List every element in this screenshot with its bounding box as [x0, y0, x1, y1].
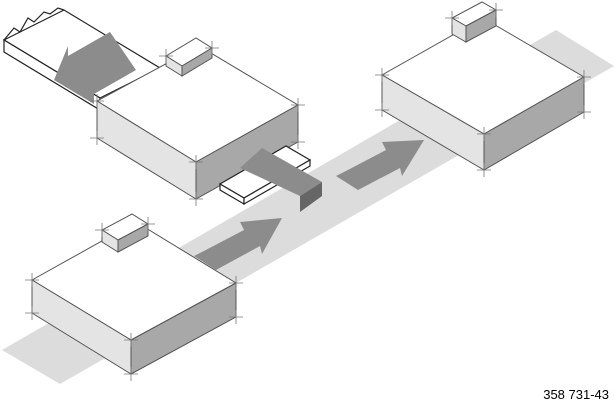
corner-ticks: [25, 3, 591, 381]
reference-code: 358 731-43: [543, 387, 609, 402]
machine-box-left: [31, 213, 238, 375]
conveyor-arrow-left: [194, 218, 282, 270]
transfer-arrow: [240, 148, 322, 212]
paper-arrow: [54, 32, 136, 104]
conveyor-arrow-right: [336, 140, 424, 190]
